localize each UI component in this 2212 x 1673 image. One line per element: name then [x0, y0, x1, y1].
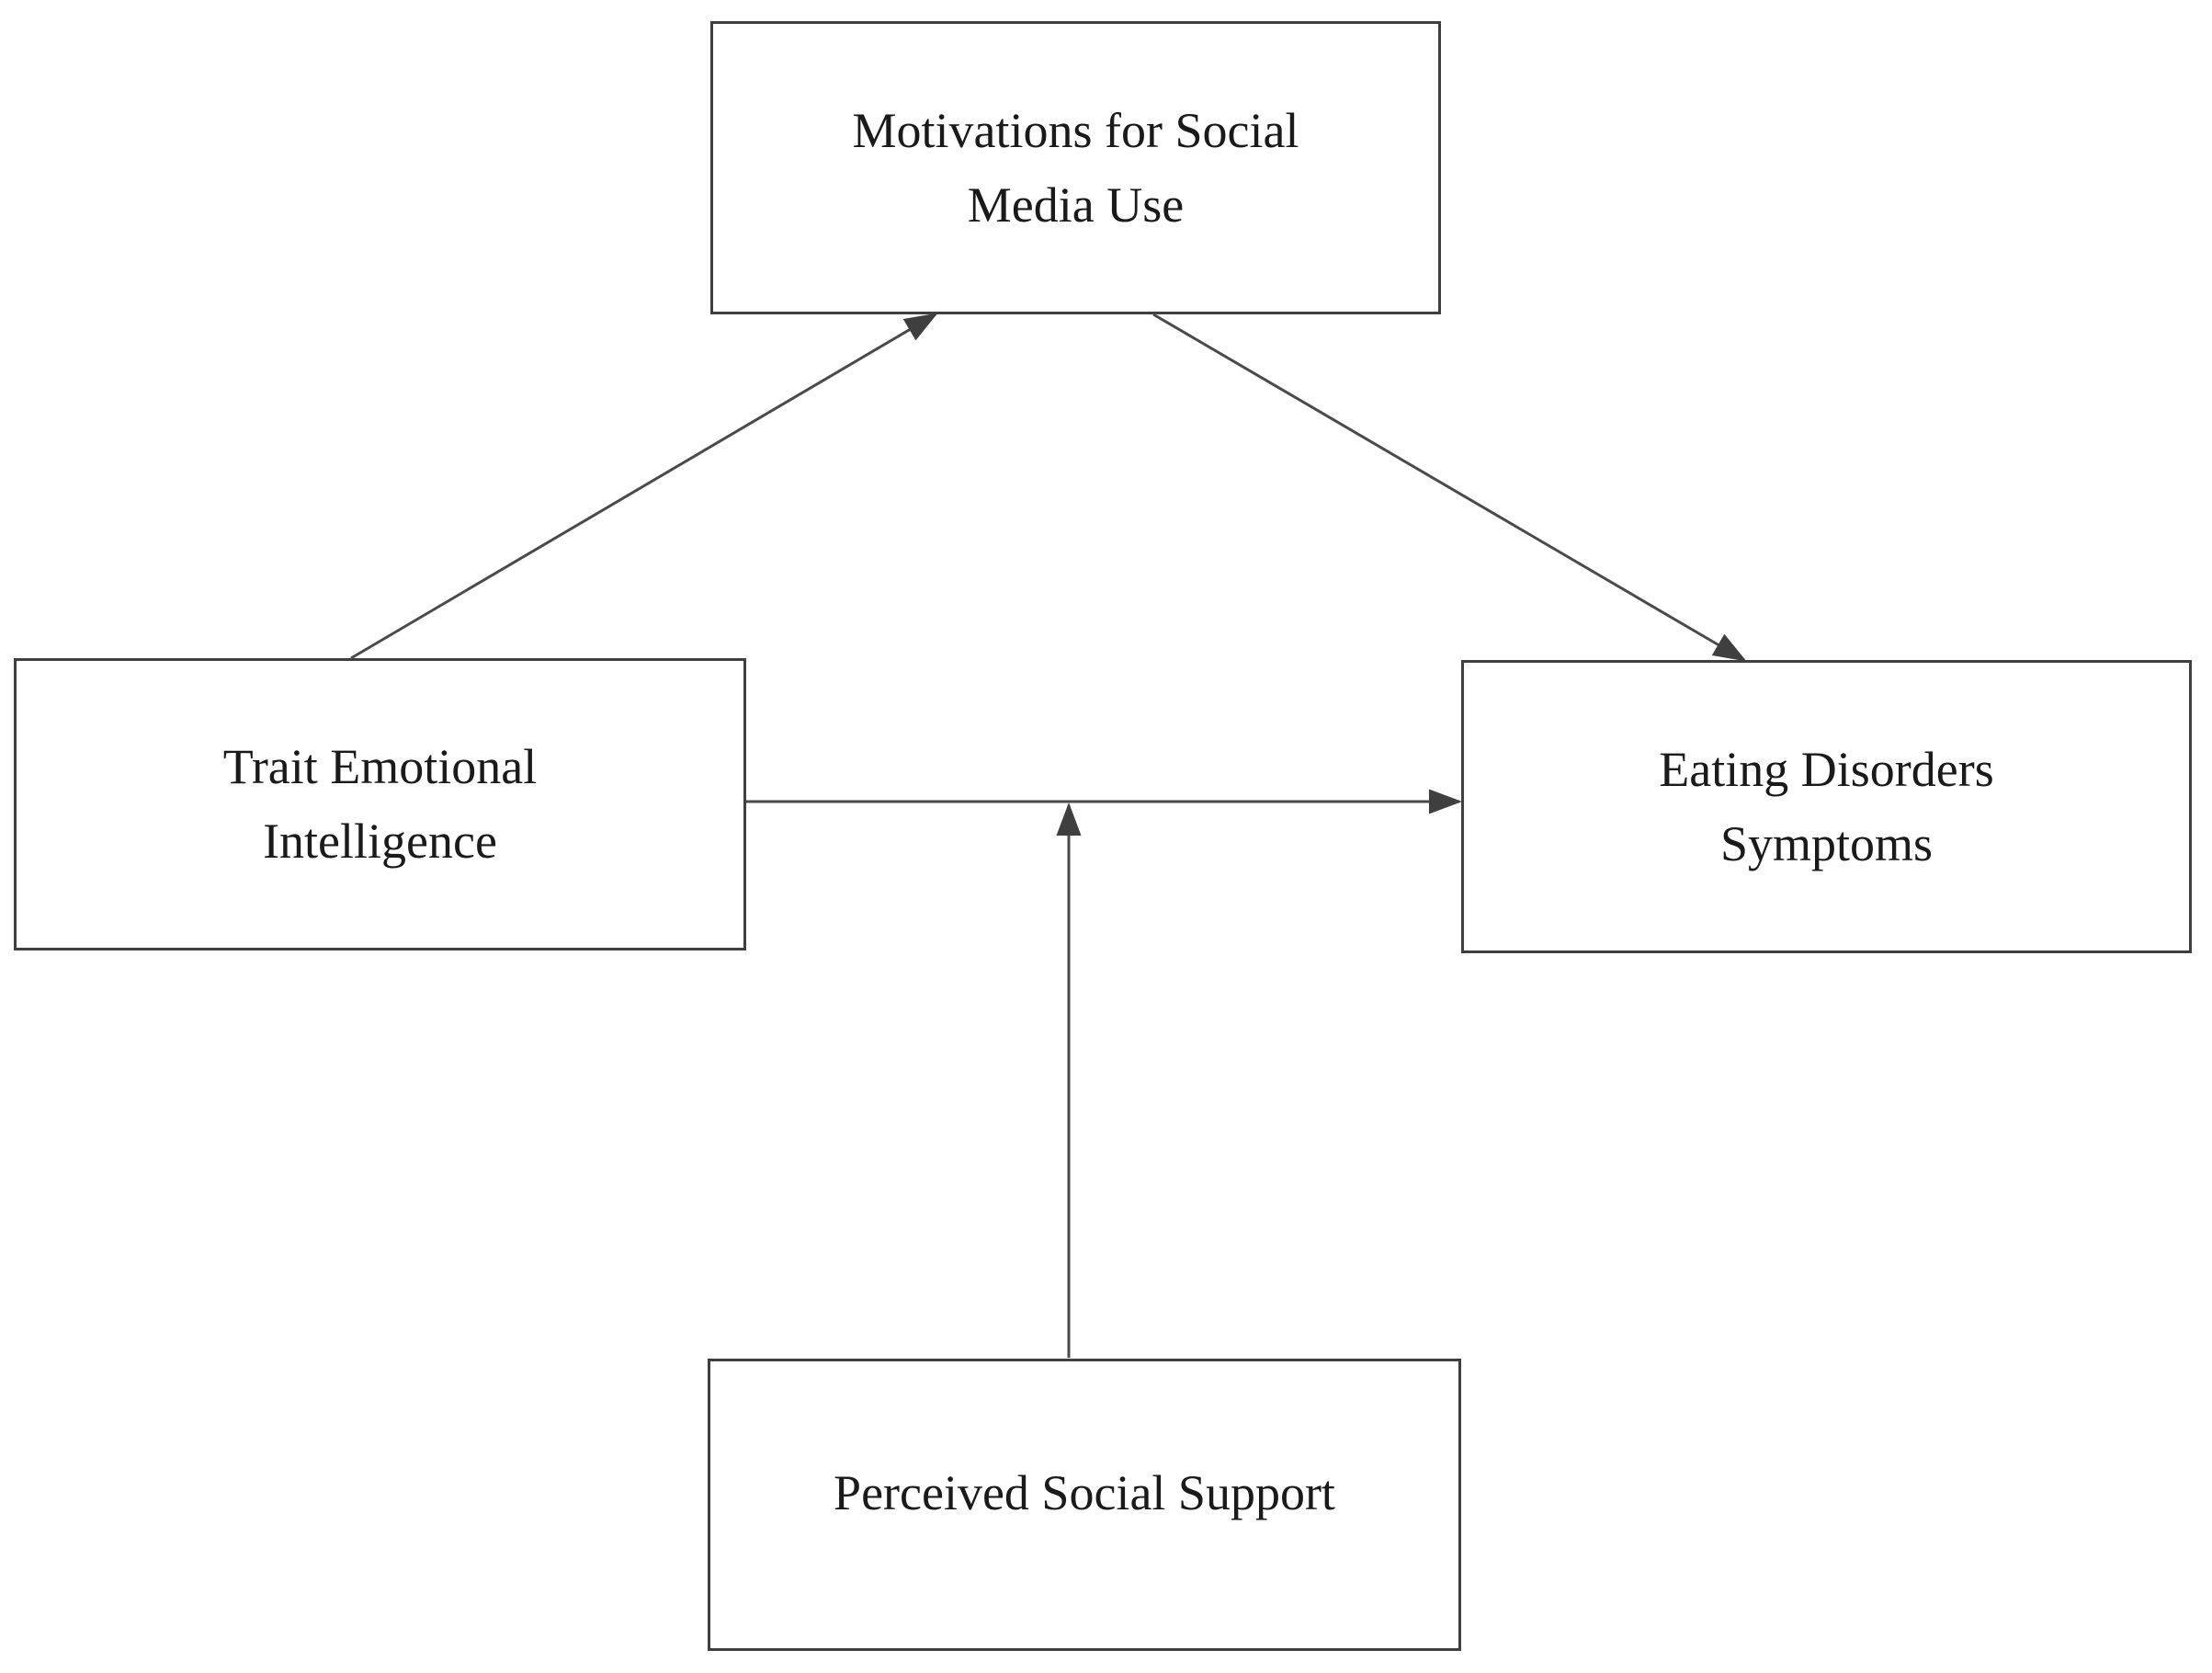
node-eating-disorders-symptoms: Eating Disorders Symptoms	[1461, 660, 2192, 953]
node-perceived-social-support: Perceived Social Support	[708, 1359, 1461, 1651]
edge-motivations-to-eating-disorders	[1152, 313, 1747, 662]
node-label-line: Eating Disorders	[1659, 741, 1994, 797]
node-label-line: Motivations for Social	[852, 102, 1299, 158]
node-trait-emotional-intelligence: Trait Emotional Intelligence	[14, 658, 746, 950]
node-label-line: Media Use	[967, 176, 1185, 233]
node-motivations-for-social-media-use: Motivations for Social Media Use	[710, 21, 1441, 314]
node-label-line: Trait Emotional	[222, 739, 538, 794]
edge-trait-ei-to-motivations	[350, 313, 938, 660]
node-label-line: Perceived Social Support	[834, 1464, 1335, 1520]
node-label-line: Symptoms	[1719, 815, 1934, 871]
node-label-line: Intelligence	[263, 814, 497, 869]
